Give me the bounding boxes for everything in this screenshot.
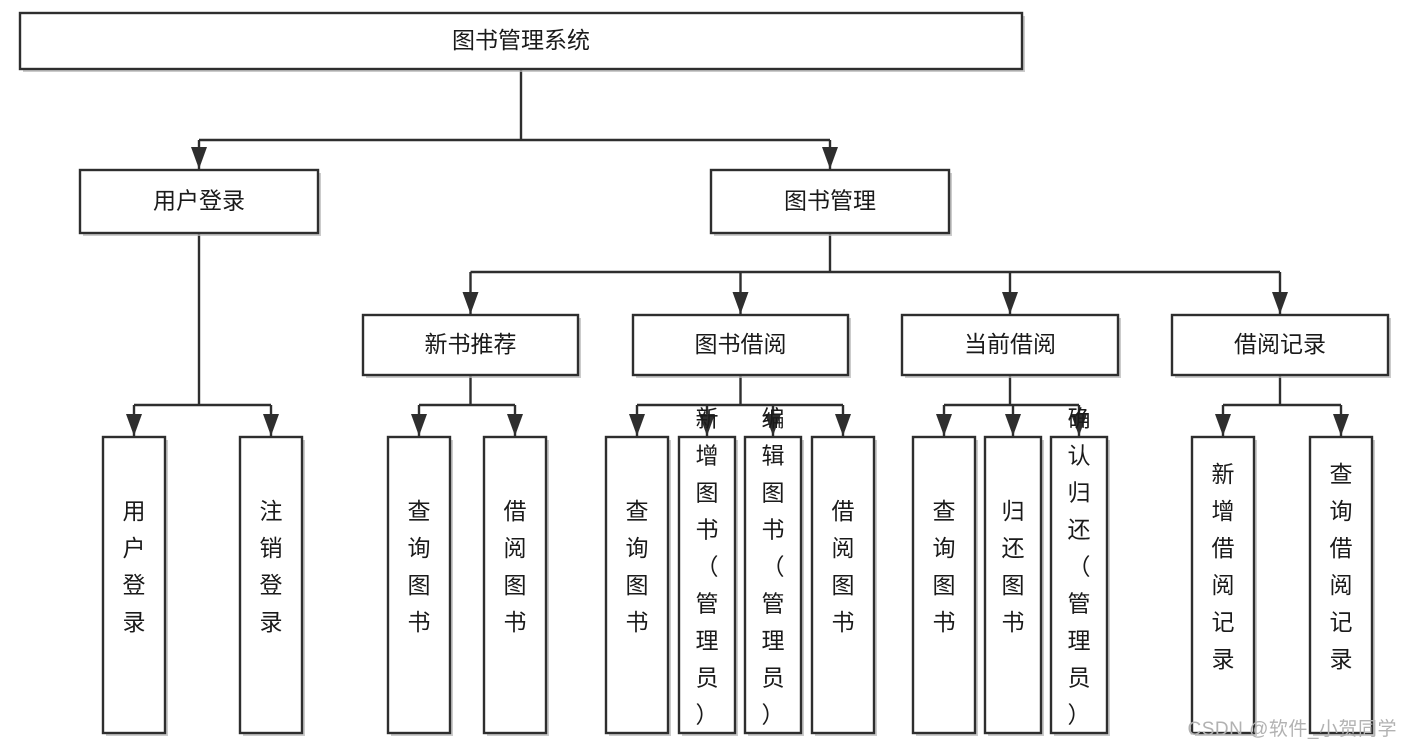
node-box: [18, 11, 1024, 71]
node-box: [677, 435, 737, 735]
node-label: 归还图书: [1002, 498, 1025, 635]
node-box: [1049, 435, 1109, 735]
node-n-current-borrow[interactable]: 当前借阅: [900, 313, 1121, 378]
node-box: [709, 168, 951, 235]
node-label: 新增图书（管理员）: [696, 406, 719, 728]
node-label: 确认归还（管理员）: [1068, 406, 1091, 728]
arrow-head-icon: [732, 292, 749, 314]
arrow-head-icon: [1272, 292, 1288, 314]
node-l-br-add-record[interactable]: 新增借阅记录: [1190, 435, 1257, 736]
arrow-head-icon: [822, 147, 838, 169]
node-l-user-logout[interactable]: 注销登录: [238, 435, 305, 736]
arrow-head-icon: [699, 414, 715, 436]
node-box: [238, 435, 304, 735]
node-box: [1190, 435, 1256, 735]
node-label: 注销登录: [260, 498, 283, 635]
node-label: 借阅图书: [832, 498, 855, 635]
node-label: 图书管理系统: [452, 27, 590, 53]
node-l-bb-borrow-book[interactable]: 借阅图书: [810, 435, 877, 736]
node-box: [983, 435, 1043, 735]
arrow-head-icon: [1002, 292, 1018, 314]
node-l-cb-return-book[interactable]: 归还图书: [983, 435, 1044, 736]
node-label: 编辑图书（管理员）: [762, 406, 785, 728]
node-layer: 图书管理系统用户登录图书管理新书推荐图书借阅当前借阅借阅记录用户登录注销登录查询…: [18, 11, 1391, 736]
node-label: 查询借阅记录: [1330, 461, 1353, 672]
arrow-head-icon: [1215, 414, 1231, 436]
arrow-head-icon: [411, 414, 427, 436]
node-label: 查询图书: [626, 498, 649, 635]
node-box: [482, 435, 548, 735]
arrow-head-icon: [1005, 414, 1021, 436]
node-l-bb-query-book[interactable]: 查询图书: [604, 435, 671, 736]
arrow-head-icon: [507, 414, 523, 436]
arrow-head-icon: [936, 414, 952, 436]
node-l-br-query-record[interactable]: 查询借阅记录: [1308, 435, 1375, 736]
node-l-bb-edit-book[interactable]: 编辑图书（管理员）: [743, 406, 804, 736]
node-box: [604, 435, 670, 735]
node-l-rec-borrow-book[interactable]: 借阅图书: [482, 435, 549, 736]
node-box: [78, 168, 320, 235]
arrow-head-icon: [629, 414, 645, 436]
arrow-head-icon: [1071, 414, 1087, 436]
arrow-head-icon: [765, 414, 781, 436]
node-label: 图书借阅: [695, 331, 787, 357]
node-label: 用户登录: [153, 188, 245, 214]
node-l-cb-confirm-return[interactable]: 确认归还（管理员）: [1049, 406, 1110, 736]
node-box: [743, 435, 803, 735]
node-l-rec-query-book[interactable]: 查询图书: [386, 435, 453, 736]
node-n-book-mgmt[interactable]: 图书管理: [709, 168, 952, 236]
node-box: [361, 313, 580, 377]
csdn-watermark: CSDN @软件_小贺同学: [1187, 719, 1397, 740]
node-n-borrow-record[interactable]: 借阅记录: [1170, 313, 1391, 378]
arrow-head-icon: [835, 414, 851, 436]
node-box: [386, 435, 452, 735]
arrow-head-icon: [1333, 414, 1349, 436]
node-l-bb-add-book[interactable]: 新增图书（管理员）: [677, 406, 738, 736]
node-box: [900, 313, 1120, 377]
node-label: 用户登录: [123, 498, 146, 635]
node-label: 借阅记录: [1234, 331, 1326, 357]
node-label: 查询图书: [408, 498, 431, 635]
node-box: [1170, 313, 1390, 377]
arrow-head-icon: [263, 414, 279, 436]
node-l-user-login[interactable]: 用户登录: [101, 435, 168, 736]
arrow-head-icon: [126, 414, 142, 436]
node-box: [810, 435, 876, 735]
node-label: 新书推荐: [425, 331, 517, 357]
node-label: 当前借阅: [964, 331, 1056, 357]
node-n-user-login[interactable]: 用户登录: [78, 168, 321, 236]
node-n-new-book-rec[interactable]: 新书推荐: [361, 313, 581, 378]
arrow-head-icon: [462, 292, 479, 314]
node-root[interactable]: 图书管理系统: [18, 11, 1025, 72]
node-box: [911, 435, 977, 735]
arrow-head-icon: [191, 147, 207, 169]
node-box: [631, 313, 850, 377]
node-l-cb-query-book[interactable]: 查询图书: [911, 435, 978, 736]
node-label: 查询图书: [933, 498, 956, 635]
node-box: [1308, 435, 1374, 735]
connector-layer: [126, 69, 1349, 436]
node-n-book-borrow[interactable]: 图书借阅: [631, 313, 851, 378]
node-label: 图书管理: [784, 188, 876, 214]
node-label: 借阅图书: [504, 498, 527, 635]
node-label: 新增借阅记录: [1212, 461, 1235, 672]
node-box: [101, 435, 167, 735]
